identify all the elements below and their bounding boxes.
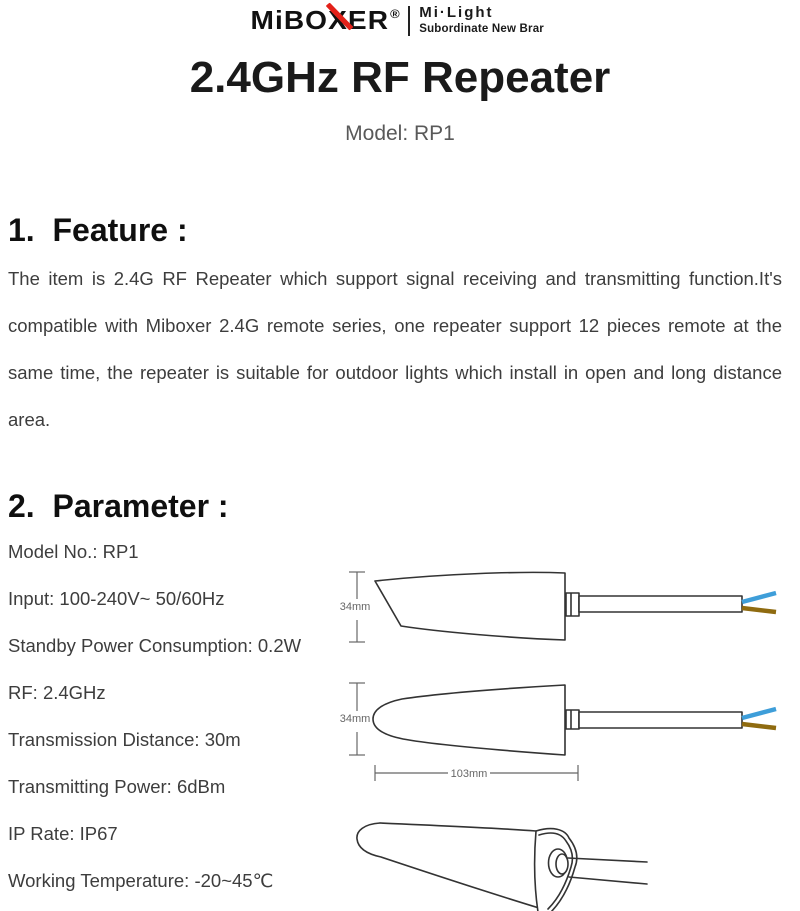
parameter-item: RF: 2.4GHz [8,682,106,703]
device-body [356,822,540,909]
cable-connector [565,709,580,730]
dimension-label: 103mm [451,768,488,780]
parameter-item: Input: 100-240V~ 50/60Hz [8,588,225,609]
dimension-34mm-bottom [349,682,365,756]
feature-line: compatible with Miboxer 2.4G remote seri… [8,315,782,336]
cable [578,595,743,613]
logo-text-left: MiBO [250,5,329,35]
device-body [372,684,566,756]
tagline-subtitle: Subordinate New Brar [419,23,544,35]
device-body [379,822,537,832]
feature-heading: 1. Feature : [8,212,188,248]
diagram-side-view-1: 34mm [340,571,777,643]
parameter-list: Model No.: RP1 Input: 100-240V~ 50/60Hz … [8,528,301,904]
wire-brown [741,721,777,731]
wire-blue [741,706,777,721]
device-rear-rim [538,832,574,910]
dimension-label: 34mm [340,601,370,613]
parameter-item: Transmitting Power: 6dBm [8,776,226,797]
cable-connector [565,592,580,617]
tagline-title: Mi·Light [419,4,494,21]
cable [567,857,648,863]
parameter-item: Standby Power Consumption: 0.2W [8,635,302,656]
diagram-perspective-view [356,822,648,911]
model-number: Model: RP1 [345,122,455,145]
brand-tagline: Mi·Light Subordinate New Brar [419,5,544,36]
feature-line: The item is 2.4G RF Repeater which suppo… [8,268,782,289]
parameter-item: Transmission Distance: 30m [8,729,241,750]
diagram-side-view-2: 34mm 103mm [340,682,777,781]
cable-grommet-inner [555,853,569,875]
cable [568,876,648,885]
cable [578,711,743,729]
dimension-34mm-top [349,571,365,643]
logo-divider [408,5,411,36]
wire-brown [741,605,777,615]
parameter-item: Working Temperature: -20~45℃ [8,870,274,891]
logo-letter-x: X [325,2,354,36]
registered-trademark-icon: ® [390,7,401,21]
logo-text-right: ER [347,5,390,35]
page-title: 2.4GHz RF Repeater [189,53,611,102]
feature-paragraph: The item is 2.4G RF Repeater which suppo… [8,255,782,443]
dimension-103mm [374,765,579,781]
parameter-item: Model No.: RP1 [8,541,139,562]
feature-line: area. [8,409,51,430]
parameter-item: IP Rate: IP67 [8,823,118,844]
wire-blue [741,590,777,605]
dimension-label: 34mm [340,713,370,725]
device-body [374,571,566,641]
feature-line: same time, the repeater is suitable for … [8,362,782,383]
parameter-heading: 2. Parameter : [8,488,229,524]
